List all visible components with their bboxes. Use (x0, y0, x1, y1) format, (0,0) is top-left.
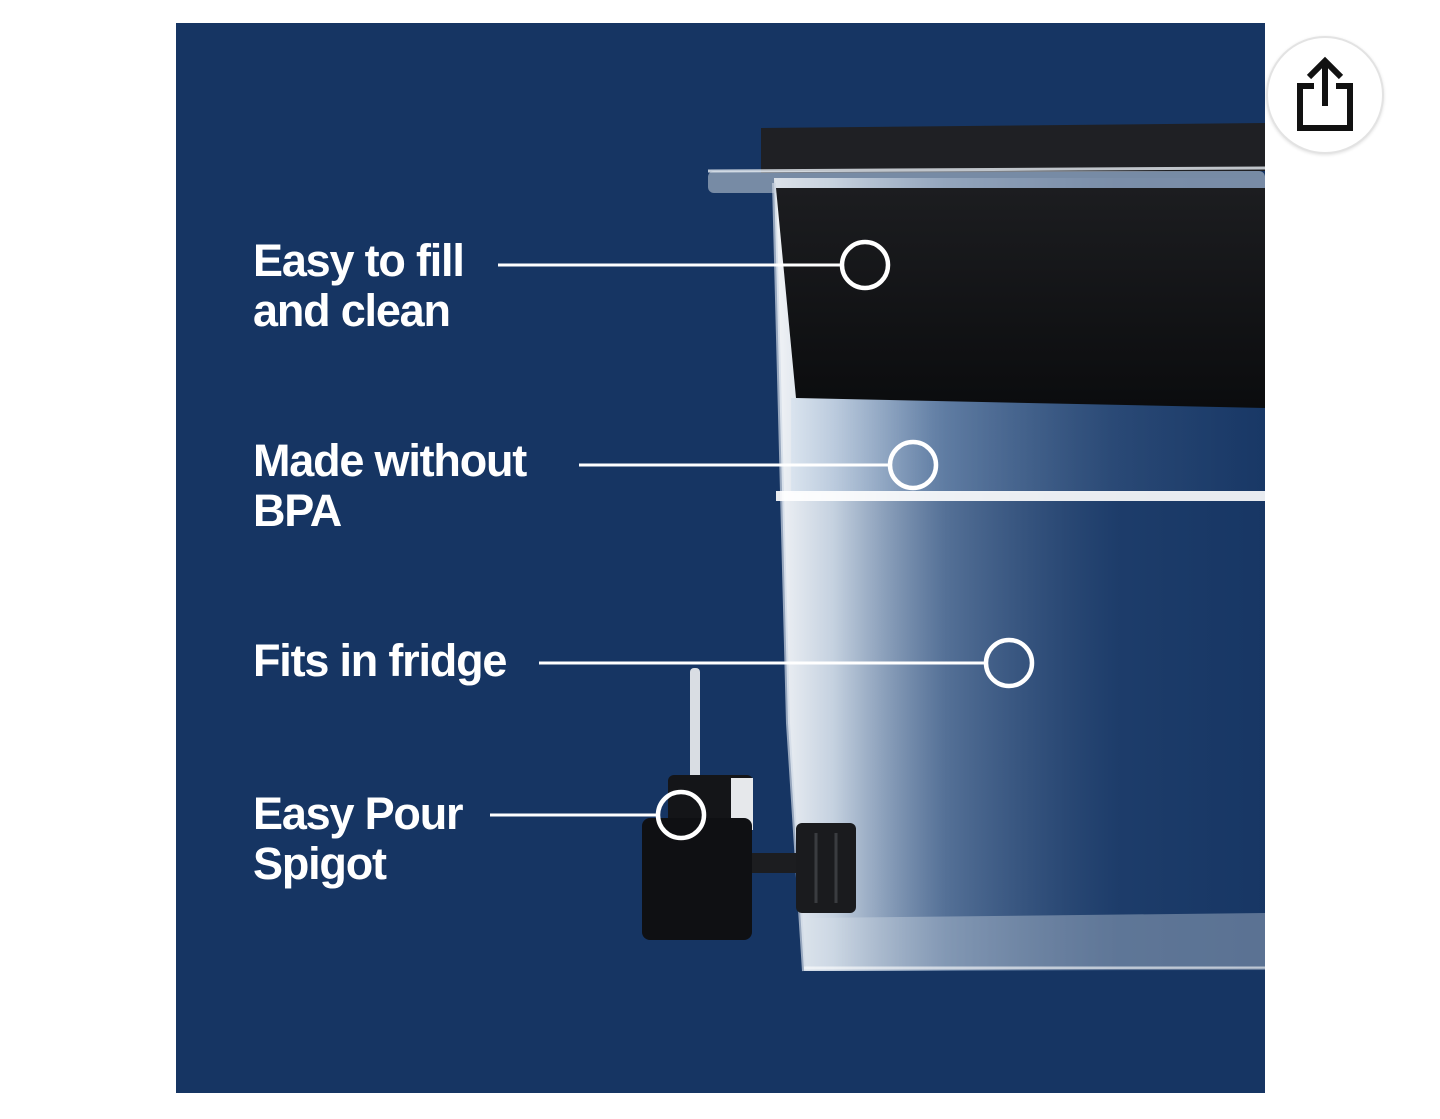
reservoir (776, 188, 1265, 408)
feature-label-easy-pour-spigot: Easy Pour Spigot (253, 788, 464, 889)
lid (761, 123, 1265, 173)
share-icon (1297, 56, 1353, 131)
feature-label-fits-in-fridge: Fits in fridge (253, 635, 507, 686)
share-button[interactable] (1266, 36, 1384, 154)
spigot-lever (690, 668, 700, 783)
feature-label-line: BPA (253, 485, 342, 536)
callouts (490, 239, 1035, 841)
feature-label-easy-to-fill: Easy to fill and clean (253, 235, 465, 336)
feature-label-made-without-bpa: Made without BPA (253, 435, 527, 536)
water-line (776, 491, 1265, 501)
feature-label-line: and clean (253, 285, 451, 336)
feature-label-line: Easy Pour (253, 788, 464, 839)
spigot-body (642, 818, 752, 940)
feature-label-line: Made without (253, 435, 527, 486)
feature-label-line: Fits in fridge (253, 635, 507, 686)
feature-label-line: Spigot (253, 838, 387, 889)
feature-label-line: Easy to fill (253, 235, 465, 286)
product-image[interactable]: Easy to fill and clean Made without BPA … (176, 23, 1265, 1093)
water-dispenser-illustration (490, 123, 1265, 972)
